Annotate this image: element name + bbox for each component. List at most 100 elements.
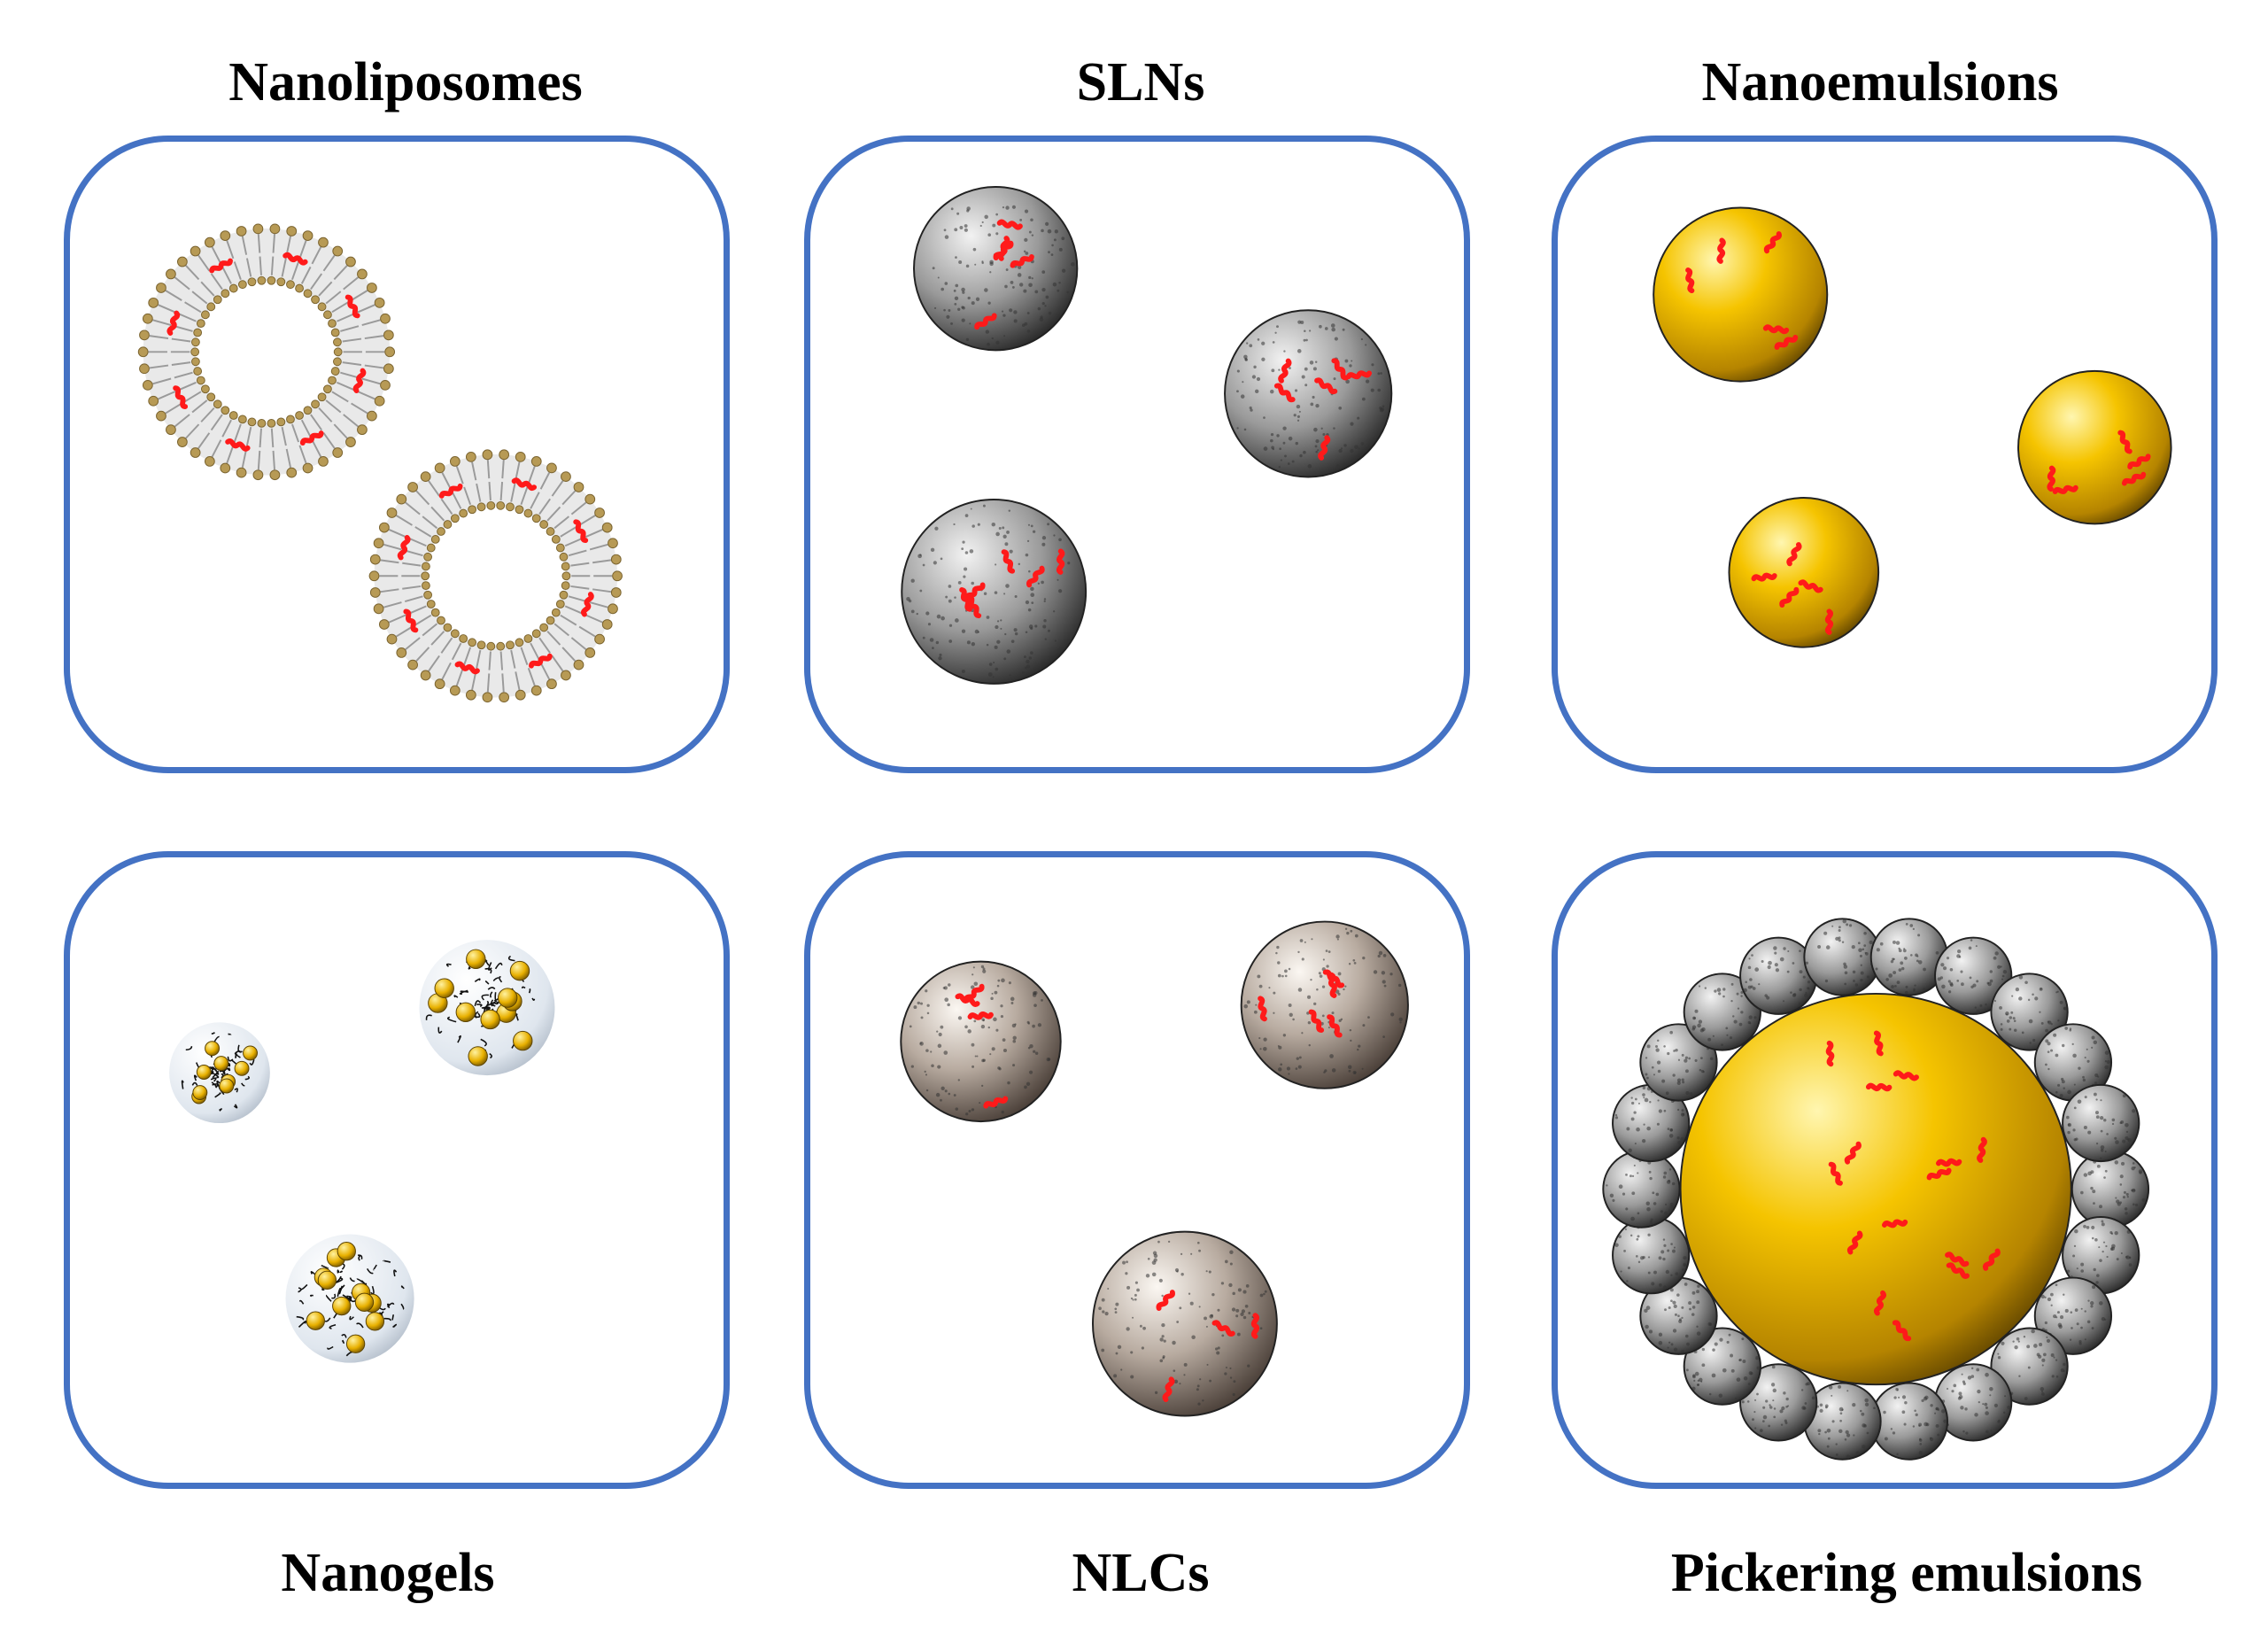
drug-molecule — [299, 430, 324, 446]
title-nanoemulsions: Nanoemulsions — [1701, 52, 2059, 112]
drug-molecule — [2117, 430, 2133, 454]
drug-molecule — [2127, 453, 2151, 469]
solid-stabilizer-particle — [1739, 936, 1818, 1015]
solid-stabilizer-particle — [1990, 973, 2069, 1051]
solid-stabilizer-particle — [1934, 936, 2013, 1015]
solid-stabilizer-particle — [1683, 1327, 1761, 1406]
drug-molecule — [1211, 1320, 1235, 1337]
drug-molecule — [2121, 471, 2147, 486]
title-nanoliposomes: Nanoliposomes — [228, 52, 583, 112]
solid-lipid-nanoparticle — [1224, 309, 1393, 478]
title-pickering-emulsions: Pickering emulsions — [1670, 1543, 2143, 1603]
solid-stabilizer-particle — [2062, 1216, 2140, 1295]
liposome — [137, 223, 396, 481]
oil-droplet — [1728, 497, 1880, 648]
liposome — [368, 449, 623, 703]
drug-molecule — [996, 219, 1023, 230]
drug-molecule — [1010, 254, 1034, 268]
drug-molecule — [1331, 358, 1349, 381]
solid-stabilizer-particle — [1683, 973, 1761, 1051]
nanoemulsions-illustration — [1653, 206, 2172, 648]
solid-stabilizer-particle — [1803, 1382, 1882, 1461]
drug-molecule — [1762, 324, 1790, 335]
drug-molecule — [166, 310, 181, 336]
panel-slns — [804, 136, 1470, 773]
solid-stabilizer-particle — [1869, 918, 1948, 996]
panel-nanoliposomes — [64, 136, 730, 773]
title-slns: SLNs — [1076, 52, 1205, 112]
drug-molecule — [1273, 383, 1296, 403]
oil-droplet-core — [1679, 992, 2072, 1386]
title-nlcs: NLCs — [1072, 1543, 1210, 1603]
drug-molecule — [1779, 586, 1800, 608]
panel-pickering-emulsions — [1552, 851, 2218, 1489]
drug-molecule — [1977, 1136, 1987, 1163]
drug-molecule — [529, 653, 553, 669]
solid-stabilizer-particle — [1869, 1382, 1948, 1461]
drug-molecule — [1786, 542, 1802, 567]
drug-molecule — [1001, 549, 1016, 574]
drug-molecule — [1026, 565, 1045, 588]
drug-molecule — [1318, 435, 1331, 461]
drug-molecule — [967, 1011, 994, 1020]
drug-molecule — [1250, 1313, 1260, 1339]
drug-molecule — [1278, 358, 1292, 384]
drug-molecule — [1926, 1167, 1952, 1181]
drug-molecule — [511, 477, 538, 492]
drug-molecule — [1824, 608, 1834, 635]
solid-stabilizer-particle — [2033, 1023, 2113, 1102]
drug-molecule — [1751, 572, 1777, 582]
drug-molecule — [1844, 1141, 1862, 1165]
drug-molecule — [209, 258, 233, 274]
drug-molecule — [1162, 1376, 1175, 1402]
title-nanogels: Nanogels — [281, 1543, 495, 1603]
panel-nlcs — [804, 851, 1470, 1489]
panel-nanogels — [64, 851, 730, 1489]
panel-nanoemulsions — [1552, 136, 2218, 773]
oil-droplet — [1653, 206, 1829, 383]
drug-molecule — [2047, 465, 2056, 492]
drug-molecule — [1825, 1040, 1835, 1067]
drug-molecule — [1798, 579, 1823, 593]
oil-droplet — [2017, 369, 2172, 525]
drug-molecule — [397, 535, 411, 561]
drug-molecule — [403, 608, 419, 633]
drug-molecule — [344, 294, 360, 319]
drug-molecule — [1935, 1158, 1962, 1167]
drug-molecule — [993, 240, 1014, 261]
drug-molecule — [1982, 1248, 2001, 1271]
drug-molecule — [173, 385, 189, 409]
drug-molecule — [974, 313, 997, 330]
nanogel-particle — [285, 1234, 414, 1363]
drug-molecule — [1322, 969, 1345, 988]
solid-stabilizer-particle — [1602, 1150, 1681, 1228]
drug-molecule — [225, 438, 251, 452]
drug-molecule — [1828, 1161, 1843, 1186]
solid-stabilizer-particle — [2071, 1150, 2150, 1228]
solid-stabilizer-particle — [1612, 1216, 1691, 1295]
solid-stabilizer-particle — [2033, 1276, 2113, 1355]
nanostructured-lipid-carrier — [1092, 1230, 1278, 1417]
drug-molecule — [983, 1096, 1009, 1109]
drug-molecule — [581, 592, 594, 617]
drug-molecule — [1847, 1230, 1863, 1255]
solid-stabilizer-particle — [1739, 1363, 1818, 1442]
solid-stabilizer-particle — [1803, 918, 1882, 996]
drug-molecule — [352, 368, 367, 393]
drug-molecule — [1156, 1290, 1175, 1311]
drug-molecule — [1946, 1262, 1970, 1279]
solid-stabilizer-particle — [1639, 1023, 1718, 1102]
pickering-emulsions-illustration — [1602, 918, 2150, 1461]
drug-molecule — [283, 252, 308, 266]
slns-illustration — [901, 186, 1393, 685]
drug-molecule — [438, 483, 463, 499]
drug-molecule — [573, 519, 589, 544]
drug-molecule — [1314, 377, 1338, 395]
drug-molecule — [1774, 334, 1799, 350]
nanogels-illustration — [169, 940, 555, 1363]
drug-molecule — [1873, 1290, 1886, 1316]
drug-molecule — [1258, 996, 1267, 1022]
drug-molecule — [1685, 267, 1695, 294]
drug-molecule — [1893, 1070, 1919, 1081]
drug-molecule — [1056, 548, 1065, 575]
